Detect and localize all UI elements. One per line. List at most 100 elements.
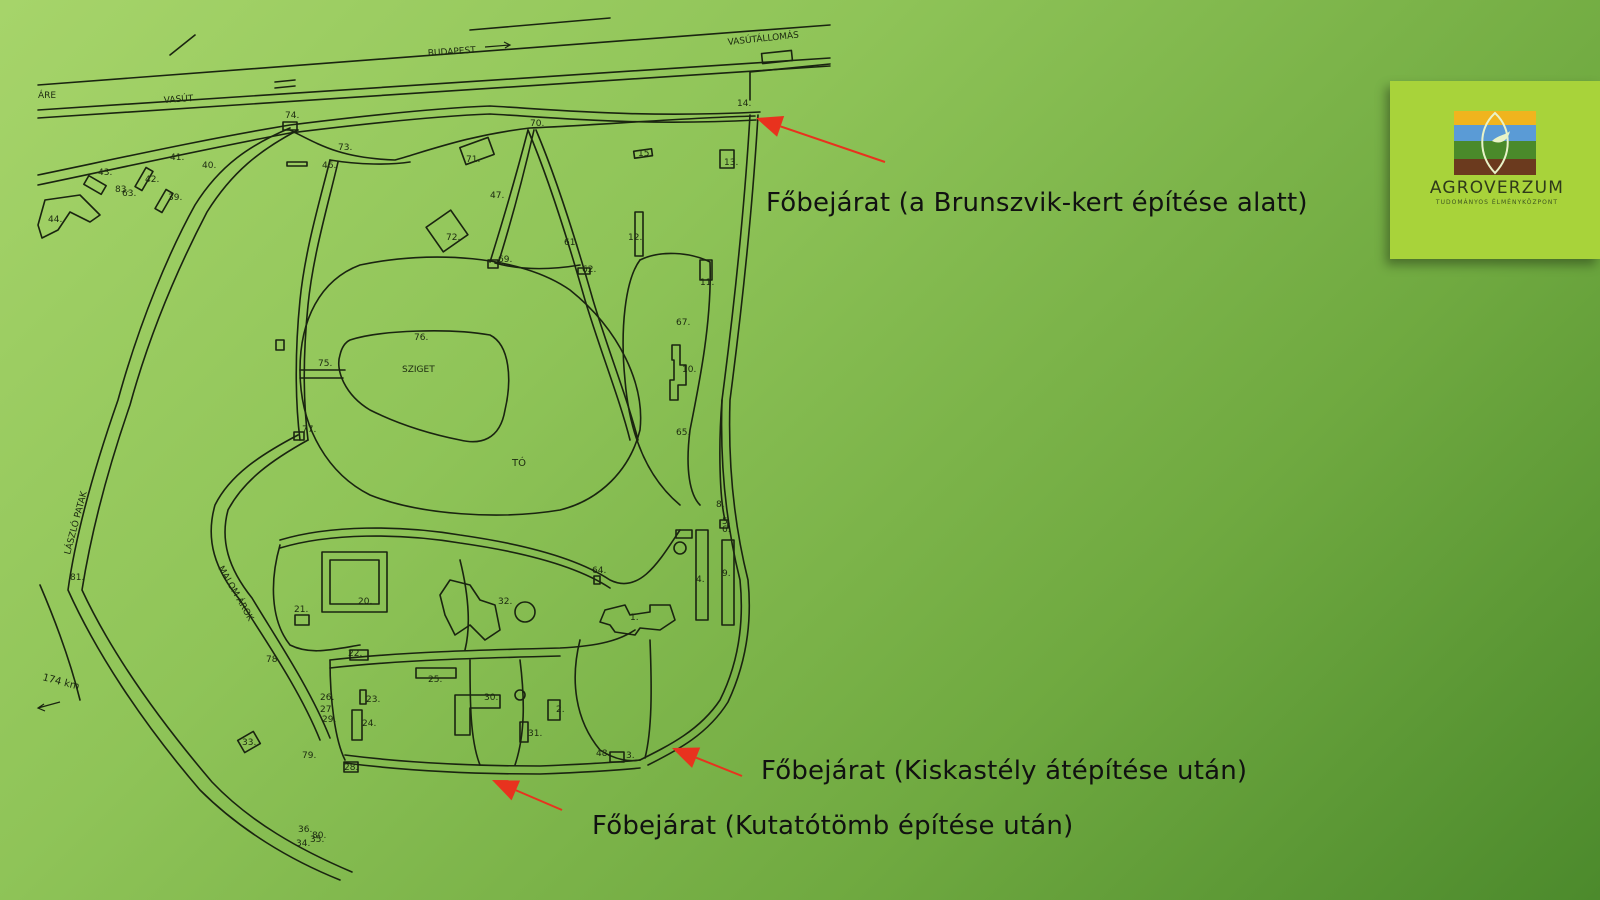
round-building [514,601,536,623]
direction-arrow-icon [484,41,512,49]
marker [282,121,298,131]
park-path [329,659,346,761]
building-number-label: 6. [722,525,731,535]
logo-name: AGROVERZUM [1429,178,1565,198]
park-path [514,659,525,766]
building-number-label: 61. [564,238,578,248]
building-number-label: 13. [724,158,738,168]
park-path [295,159,331,441]
building-number-label: 10. [682,365,696,375]
building-number-label: 22. [348,649,362,659]
building-number-label: 25. [428,675,442,685]
east-path-inner [719,399,726,521]
building [454,694,501,736]
park-path [272,544,361,652]
building-number-label: 36. [298,825,312,835]
building-number-label: 44. [48,215,62,225]
entrance-annotation-kutatotomb: Főbejárat (Kutatótömb építése után) [592,811,1074,841]
building-number-label: 4. [696,575,705,585]
building-number-label: 43. [98,168,112,178]
agroverzum-logo-panel: AGROVERZUM TUDOMÁNYOS ÉLMÉNYKÖZPONT [1390,81,1600,259]
west-road [67,127,341,881]
building [632,147,654,160]
logo-tagline: TUDOMÁNYOS ÉLMÉNYKÖZPONT [1435,199,1559,206]
marker [719,519,729,529]
marker [593,575,601,585]
park-path [497,129,535,265]
building-number-label: 11. [700,278,714,288]
building-number-label: 24. [362,719,376,729]
park-path [210,434,321,741]
building-number-label: 62. [582,265,596,275]
park-path [299,369,346,379]
building [294,614,310,626]
red-arrow-icon [492,780,521,801]
building-number-label: 20. [358,597,372,607]
island-outline [338,330,510,443]
park-path [224,439,331,739]
building-number-label: 79. [302,751,316,761]
railway-line [37,24,831,86]
park-path [329,655,561,669]
building-number-label: 81. [70,573,84,583]
building-number-label: 1. [630,613,639,623]
park-path [279,535,611,589]
east-road [647,114,759,766]
north-road [37,105,761,176]
building-number-label: 8. [716,500,725,510]
red-arrow-icon [672,747,701,768]
railway-line [37,65,831,119]
north-road [37,113,757,186]
building [609,751,625,763]
west-road [81,129,353,873]
building-number-label: 65. [676,428,690,438]
park-path [344,762,641,775]
building-number-label: 34. [296,839,310,849]
marker [577,267,591,275]
marker [286,161,308,167]
building-number-label: 32. [498,597,512,607]
building-number-label: 29. [322,715,336,725]
label-km-marker: 174 km [41,672,80,692]
park-path [527,129,631,441]
building-number-label: 33. [242,738,256,748]
building-number-label: 74. [285,111,299,121]
building [37,194,101,239]
building-number-label: 39. [168,193,182,203]
station-access-road [749,63,831,101]
building [83,174,107,196]
building-number-label: 35. [310,835,324,845]
entrance-annotation-kiskastely: Főbejárat (Kiskastély átépítése után) [761,756,1248,786]
building-number-label: 67. [676,318,690,328]
building [719,149,735,169]
lake-outline [299,256,642,516]
building [236,730,262,754]
park-path [639,252,712,506]
building-number-label: 72. [446,233,460,243]
building-number-label: 46. [322,161,336,171]
park-path [535,129,639,441]
building-number-label: 63. [122,189,136,199]
building [359,689,367,705]
building [349,649,369,661]
building [675,529,693,539]
building-number-label: 9. [722,569,731,579]
park-path [459,559,470,651]
entrance-arrow-shaft [515,789,563,811]
park-path [494,262,581,270]
park-path [329,629,636,661]
marker [275,339,285,351]
building-number-label: 48. [596,749,610,759]
station-building [760,49,794,65]
building [721,539,735,626]
building [634,211,644,257]
building-number-label: 40. [202,161,216,171]
building-number-label: 42. [145,175,159,185]
building [343,761,359,773]
marker [487,259,499,269]
building-number-label: 70. [530,119,544,129]
label-budapest: BUDAPEST [428,46,477,59]
square-pond [321,551,388,613]
